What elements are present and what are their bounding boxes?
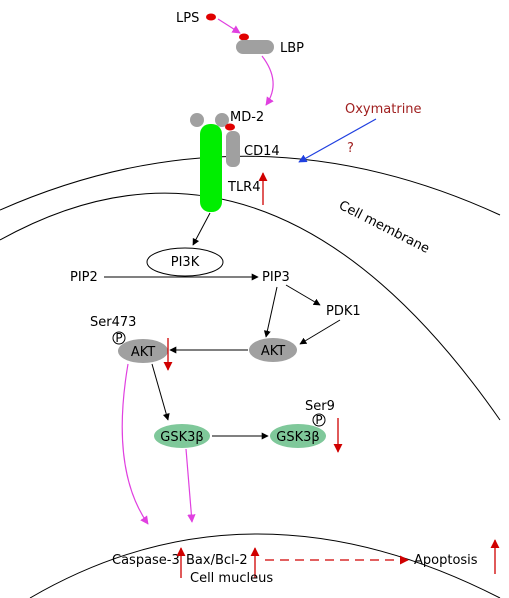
md2-left-subunit	[190, 113, 204, 127]
lbp-bound-lps	[239, 33, 249, 41]
lbp-to-md2-arrow	[261, 55, 274, 106]
gsk3b-p-label: GSK3β	[276, 430, 319, 445]
oxymatrine-arrow	[298, 118, 377, 163]
akt-node	[249, 338, 297, 362]
cell-membrane-label: Cell membrane	[336, 198, 432, 257]
akt-p-node	[118, 339, 168, 363]
bax-bcl2-label: Bax/Bcl-2	[186, 553, 248, 568]
tlr4-receptor	[200, 124, 222, 212]
cell-membrane-inner-arc	[0, 192, 501, 421]
gsk3b-node	[154, 424, 210, 448]
cd14-label: CD14	[244, 144, 280, 159]
ser473-label: Ser473	[90, 315, 136, 330]
ser9-label: Ser9	[305, 399, 335, 414]
pip3-label: PIP3	[262, 270, 290, 285]
pdk1-label: PDK1	[326, 304, 361, 319]
apoptosis-label: Apoptosis	[414, 553, 478, 568]
gsk3b-to-bax-arrow	[185, 448, 196, 523]
caspase3-label: Caspase-3	[112, 553, 180, 568]
gsk3b-label: GSK3β	[160, 430, 203, 445]
oxymatrine-label: Oxymatrine	[345, 102, 422, 117]
gsk3b-phospho-label: P	[315, 413, 322, 427]
md2-label: MD-2	[230, 110, 264, 125]
gsk3b-phospho-circle	[312, 413, 326, 427]
tlr4-label: TLR4	[227, 180, 261, 195]
akt-p-to-gsk3b-arrow	[151, 363, 170, 421]
akt-p-label: AKT	[131, 345, 155, 360]
cd14-protein	[226, 131, 240, 167]
lps-molecule	[206, 13, 216, 21]
cell-membrane-outer-arc	[0, 155, 501, 216]
cell-nucleus-label: Cell mucleus	[190, 571, 273, 586]
akt-phospho-label: P	[115, 331, 122, 345]
akt-label: AKT	[261, 344, 285, 359]
akt-phospho-circle	[112, 331, 126, 345]
pi3k-node	[146, 247, 224, 277]
gsk3b-p-node	[270, 424, 326, 448]
lbp-label: LBP	[280, 41, 304, 56]
lbp-protein	[236, 40, 274, 54]
pip2-label: PIP2	[70, 270, 98, 285]
oxymatrine-question-mark: ?	[347, 141, 354, 156]
pip3-to-akt-arrow	[263, 286, 278, 338]
lps-label: LPS	[176, 11, 199, 26]
pdk1-to-akt-arrow	[299, 319, 341, 345]
nucleus-arc	[29, 533, 501, 598]
md2-right-subunit	[215, 113, 229, 127]
md2-bound-lps	[225, 123, 235, 131]
pip3-to-pdk1-arrow	[285, 284, 321, 306]
lps-to-lbp-arrow	[217, 18, 241, 34]
akt-p-to-caspase3-arrow	[121, 363, 149, 525]
tlr4-to-pi3k-arrow	[192, 212, 211, 246]
pi3k-label: PI3K	[171, 255, 200, 270]
